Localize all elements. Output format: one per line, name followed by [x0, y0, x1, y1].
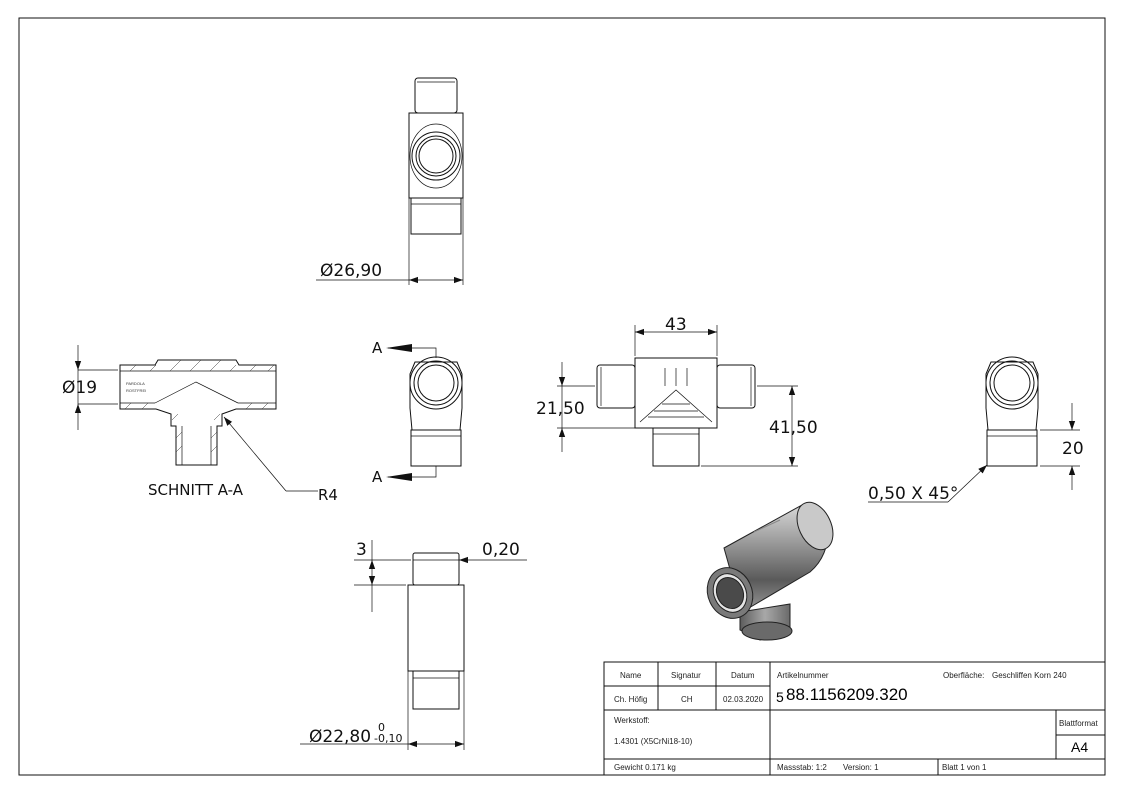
- tb-header-name: Name: [620, 671, 642, 680]
- tb-format: A4: [1071, 739, 1088, 755]
- tb-signature: CH: [681, 695, 693, 704]
- dim-radius: R4: [318, 486, 338, 504]
- section-caption: SCHNITT A-A: [148, 481, 244, 499]
- dim-front-height-2: 41,50: [769, 418, 818, 438]
- tb-date: 02.03.2020: [723, 695, 764, 704]
- tb-name: Ch. Höfig: [614, 695, 647, 704]
- dim-bottom-diameter: Ø22,80: [309, 727, 371, 747]
- dim-chamfer: 0,50 X 45°: [868, 484, 958, 504]
- section-mark-bottom: A: [372, 468, 383, 486]
- tb-header-date: Datum: [731, 671, 755, 680]
- tb-surface: Geschliffen Korn 240: [992, 671, 1067, 680]
- tb-article-prefix: 5: [776, 689, 784, 705]
- tb-article-number: 88.1156209.320: [786, 685, 908, 704]
- sheet-border: [18, 17, 1106, 776]
- dim-right-height: 20: [1062, 439, 1084, 459]
- side-view: [386, 344, 463, 481]
- dim-top-diameter: Ø26,90: [320, 261, 382, 281]
- front-view: [557, 325, 798, 467]
- isometric-view: [706, 501, 834, 641]
- tb-version: Version: 1: [843, 763, 879, 772]
- title-block: [603, 661, 1106, 776]
- section-mark-top: A: [372, 339, 383, 357]
- tb-header-article: Artikelnummer: [777, 671, 829, 680]
- right-view: [868, 356, 1080, 503]
- section-view: [74, 345, 318, 492]
- top-view: [316, 77, 464, 285]
- engraving-brand: PARDOLA: [126, 381, 145, 386]
- tol-upper: 0: [378, 721, 385, 734]
- engraving-material: ROSTFREI: [126, 388, 146, 393]
- tb-header-surface: Oberfläche:: [943, 671, 984, 680]
- dim-section-diameter: Ø19: [62, 378, 97, 398]
- dim-front-length: 43: [665, 315, 687, 335]
- tb-scale: Massstab: 1:2: [777, 763, 827, 772]
- tol-lower: -0,10: [374, 732, 402, 745]
- tb-header-signature: Signatur: [671, 671, 701, 680]
- tb-sheet: Blatt 1 von 1: [942, 763, 987, 772]
- bottom-view: [300, 540, 527, 750]
- dim-groove-width: 3: [356, 540, 367, 560]
- dim-groove-depth: 0,20: [482, 540, 520, 560]
- dim-front-height-1: 21,50: [536, 399, 585, 419]
- tb-header-format: Blattformat: [1059, 719, 1098, 728]
- tb-material: 1.4301 (X5CrNi18-10): [614, 737, 693, 746]
- tb-weight: Gewicht 0.171 kg: [614, 763, 676, 772]
- tb-header-material: Werkstoff:: [614, 716, 650, 725]
